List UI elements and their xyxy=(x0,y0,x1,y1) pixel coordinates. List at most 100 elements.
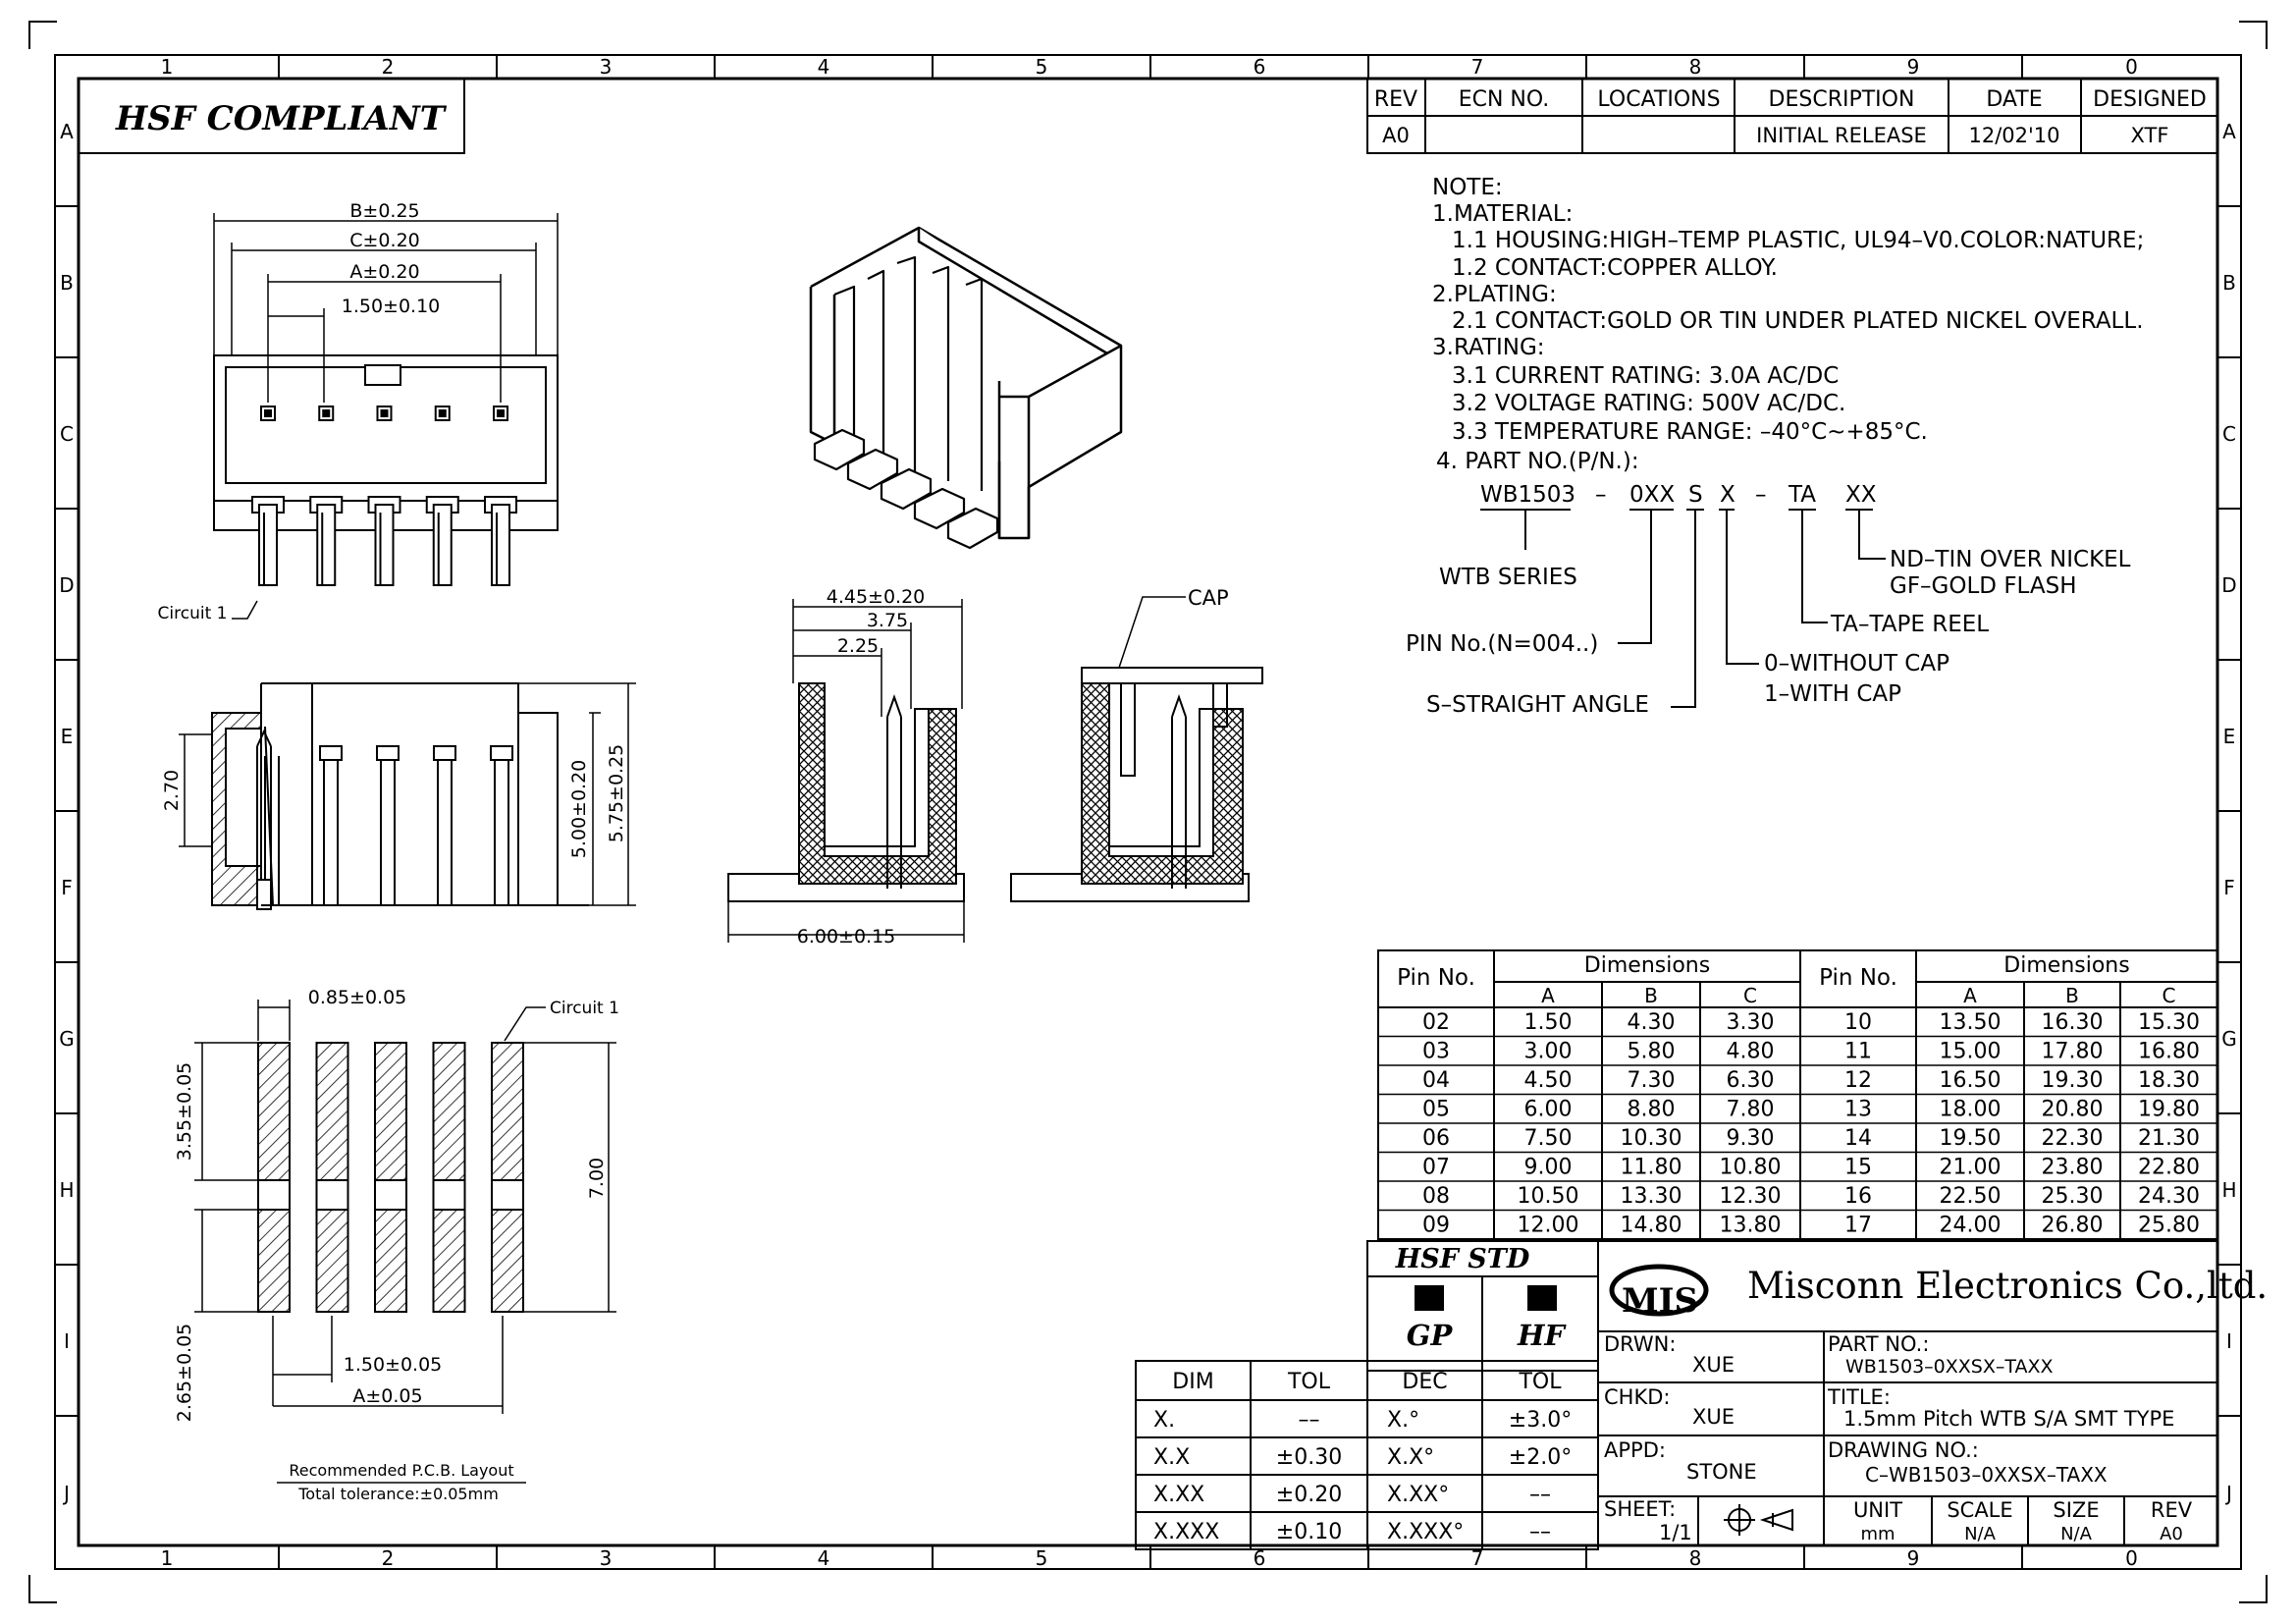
column-number: 0 xyxy=(2125,55,2138,79)
dim-cell: 16.30 xyxy=(2042,1010,2104,1035)
column-number: 8 xyxy=(1689,55,1702,79)
note-line: 2.PLATING: xyxy=(1432,282,1557,307)
legend-gf: GF–GOLD FLASH xyxy=(1890,573,2077,599)
dim-cell: 18.30 xyxy=(2138,1068,2200,1093)
appd-label: APPD: xyxy=(1604,1438,1666,1462)
dim-cell: 7.80 xyxy=(1727,1098,1775,1122)
top-view xyxy=(213,354,559,586)
dim-cell: 15.00 xyxy=(1940,1040,2002,1064)
section-view xyxy=(727,682,965,902)
locations-header: LOCATIONS xyxy=(1597,87,1720,112)
dim-cell: 11.80 xyxy=(1621,1156,1682,1180)
dim-cell: 16 xyxy=(1844,1184,1872,1209)
dim-cell: 5.80 xyxy=(1628,1040,1676,1064)
dim-5-75: 5.75±0.25 xyxy=(606,744,627,843)
column-number: 3 xyxy=(600,55,613,79)
code-cap: X xyxy=(1720,482,1735,508)
dim-cell: 03 xyxy=(1422,1040,1450,1064)
dim-cell: 20.80 xyxy=(2042,1098,2104,1122)
size-value: N/A xyxy=(2060,1524,2093,1544)
part-no-label: PART NO.: xyxy=(1828,1332,1929,1356)
dim-cell: 4.50 xyxy=(1524,1068,1573,1093)
dim-cell: 7.50 xyxy=(1524,1126,1573,1151)
column-number: 1 xyxy=(161,1546,174,1570)
column-number: 1 xyxy=(161,55,174,79)
dim-cell: 10.30 xyxy=(1621,1126,1682,1151)
row-letter: H xyxy=(59,1178,74,1202)
pin-no-header: Pin No. xyxy=(1397,965,1475,991)
dim-cell: 18.00 xyxy=(1940,1098,2002,1122)
row-letter: J xyxy=(2224,1482,2232,1505)
note-line: 1.2 CONTACT:COPPER ALLOY. xyxy=(1452,255,1778,281)
dim-cell: 1.50 xyxy=(1524,1010,1573,1035)
legend-without-cap: 0–WITHOUT CAP xyxy=(1764,651,1949,677)
dim-cell: 7.30 xyxy=(1628,1068,1676,1093)
section-view-dimensions: 4.45±0.20 3.75 2.25 6.00±0.15 xyxy=(727,586,965,947)
dim-cell: 21.30 xyxy=(2138,1126,2200,1151)
scale-value: N/A xyxy=(1964,1524,1997,1544)
dim-tol-cell: X.XXX xyxy=(1153,1520,1219,1544)
dim-cell: 13.30 xyxy=(1621,1184,1682,1209)
row-letter: J xyxy=(62,1482,70,1505)
dim-cell: 23.80 xyxy=(2042,1156,2104,1180)
dim-3-75: 3.75 xyxy=(867,610,908,631)
dim-cell: 3.30 xyxy=(1727,1010,1775,1035)
row-letter: A xyxy=(2222,120,2236,143)
dim-cell: 6.30 xyxy=(1727,1068,1775,1093)
dim-tol-cell: X.XX xyxy=(1153,1483,1204,1507)
dim-pcb-a: A±0.05 xyxy=(352,1385,422,1407)
hsf-hf-label: HF xyxy=(1517,1319,1567,1352)
dim-tol-header: DIM xyxy=(1172,1370,1213,1394)
corner-marks xyxy=(28,21,2268,1603)
code-dash: – xyxy=(1755,482,1767,508)
dim-tol-cell: ±0.20 xyxy=(1276,1483,1342,1507)
note-line: 4. PART NO.(P/N.): xyxy=(1436,449,1639,474)
hsf-gp-label: GP xyxy=(1407,1319,1454,1352)
dim-cell: 17.80 xyxy=(2042,1040,2104,1064)
column-number: 4 xyxy=(818,55,830,79)
dim-cell: 19.50 xyxy=(1940,1126,2002,1151)
circuit-1-label: Circuit 1 xyxy=(158,604,228,623)
dim-cell: 12.30 xyxy=(1720,1184,1782,1209)
note-line: NOTE: xyxy=(1432,175,1503,200)
dim-cell: 10.50 xyxy=(1518,1184,1579,1209)
description-value: INITIAL RELEASE xyxy=(1756,124,1927,147)
dim-cell: 24.00 xyxy=(1940,1214,2002,1238)
row-letter: A xyxy=(60,120,74,143)
company-name: Misconn Electronics Co.,ltd. xyxy=(1747,1265,2268,1307)
note-line: 3.1 CURRENT RATING: 3.0A AC/DC xyxy=(1452,363,1839,389)
column-number: 6 xyxy=(1254,1546,1266,1570)
row-letter: B xyxy=(2222,271,2236,295)
pcb-layout xyxy=(257,1042,524,1313)
column-number: 9 xyxy=(1907,55,1920,79)
legend-pin: PIN No.(N=004..) xyxy=(1406,631,1598,657)
dim-cell: 25.80 xyxy=(2138,1214,2200,1238)
dim-cell: 21.00 xyxy=(1940,1156,2002,1180)
dim-cell: 10 xyxy=(1844,1010,1872,1035)
dim-cell: 6.00 xyxy=(1524,1098,1573,1122)
side-view xyxy=(211,682,589,910)
hsf-compliant-label: HSF COMPLIANT xyxy=(115,99,448,138)
sheet-value: 1/1 xyxy=(1659,1521,1692,1544)
dec-cell: X.X° xyxy=(1387,1445,1434,1470)
sheet-label: SHEET: xyxy=(1604,1497,1676,1521)
dec-cell: X.° xyxy=(1387,1408,1419,1433)
code-package: TA xyxy=(1788,482,1816,508)
dim-cell: 02 xyxy=(1422,1010,1450,1035)
row-letter: C xyxy=(60,422,74,446)
column-number: 2 xyxy=(382,55,395,79)
pcb-recommended-label: Recommended P.C.B. Layout xyxy=(289,1461,513,1480)
part-number-code: WB1503 – 0XX S X – TA XX WTB SERIES PIN … xyxy=(1406,482,2131,718)
dim-tol-cell: ±0.30 xyxy=(1276,1445,1342,1470)
dim-cell: 13.50 xyxy=(1940,1010,2002,1035)
row-letter: E xyxy=(2223,725,2236,748)
logo-text: MIS xyxy=(1622,1281,1698,1321)
dim-pcb-pitch: 1.50±0.05 xyxy=(344,1354,443,1376)
pin-no-header: Pin No. xyxy=(1819,965,1897,991)
dimensions-header: Dimensions xyxy=(1584,953,1710,978)
dim-cell: 13 xyxy=(1844,1098,1872,1122)
dim-4-45: 4.45±0.20 xyxy=(827,586,926,608)
column-number: 0 xyxy=(2125,1546,2138,1570)
